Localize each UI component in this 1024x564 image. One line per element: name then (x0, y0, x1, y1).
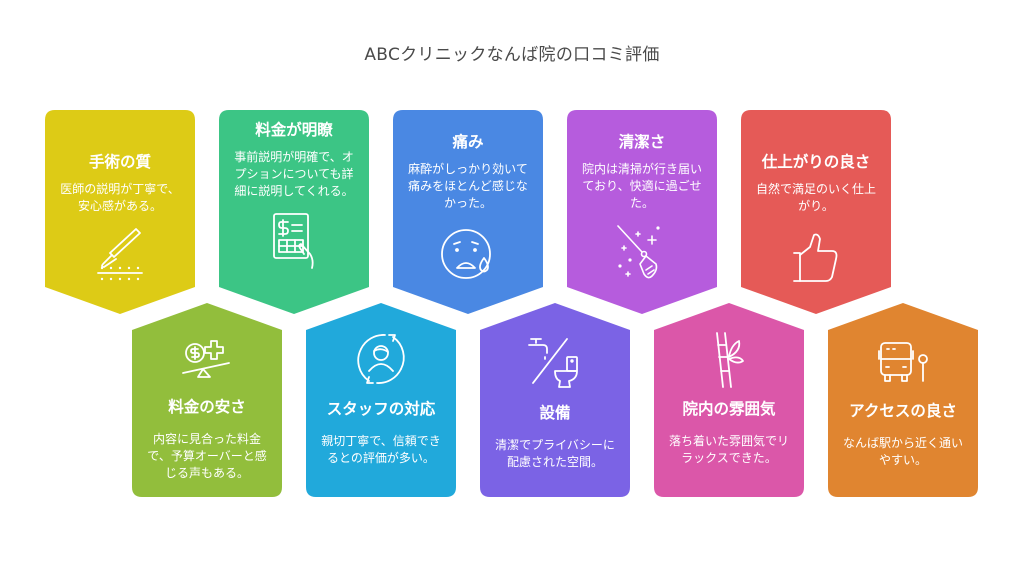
card-shape (654, 303, 804, 497)
card-heading: 料金の安さ (168, 398, 246, 416)
card-finish-quality: 仕上がりの良さ 自然で満足のいく仕上がり。 (741, 110, 891, 314)
card-shape (567, 110, 717, 314)
bamboo-icon (716, 332, 744, 388)
card-description: 医師の説明が丁寧で、安心感がある。 (60, 182, 180, 213)
card-shape (45, 110, 195, 314)
card-description: 内容に見合った料金で、予算オーバーと感じる声もある。 (147, 432, 267, 480)
card-description: なんば駅から近く通いやすい。 (842, 436, 963, 467)
price-balance-icon (182, 340, 230, 378)
bus-stop-icon (878, 342, 928, 382)
card-heading: 痛み (452, 133, 484, 151)
sweat-face-icon (441, 229, 491, 279)
card-heading: 手術の質 (88, 153, 151, 171)
staff-cycle-icon (357, 334, 405, 384)
card-shape (306, 303, 456, 497)
card-heading: 料金が明瞭 (255, 121, 333, 139)
card-staff-service: スタッフの対応 親切丁寧で、信頼できるとの評価が多い。 (306, 303, 456, 497)
card-shape (828, 303, 978, 497)
card-shape (132, 303, 282, 497)
card-description: 麻酔がしっかり効いて痛みをほとんど感じなかった。 (408, 162, 528, 210)
card-heading: アクセスの良さ (849, 402, 957, 420)
card-shape (480, 303, 630, 497)
faucet-toilet-icon (528, 338, 578, 388)
card-pain: 痛み 麻酔がしっかり効いて痛みをほとんど感じなかった。 (393, 110, 543, 314)
card-shape (393, 110, 543, 314)
card-surgery-quality: 手術の質 医師の説明が丁寧で、安心感がある。 (45, 110, 195, 314)
scalpel-icon (97, 228, 143, 281)
invoice-icon (273, 213, 314, 269)
card-heading: 仕上がりの良さ (761, 153, 871, 171)
page-title: ABCクリニックなんば院の口コミ評価 (364, 45, 660, 65)
card-clear-pricing: 料金が明瞭 事前説明が明確で、オプションについても詳細に説明してくれる。 (219, 110, 369, 314)
card-description: 清潔でプライバシーに配慮された空間。 (495, 438, 615, 469)
card-heading: 清潔さ (618, 133, 666, 151)
card-description: 親切丁寧で、信頼できるとの評価が多い。 (321, 434, 441, 465)
card-description: 事前説明が明確で、オプションについても詳細に説明してくれる。 (234, 150, 354, 198)
card-access: アクセスの良さ なんば駅から近く通いやすい。 (828, 303, 978, 497)
card-facilities: 設備 清潔でプライバシーに配慮された空間。 (480, 303, 630, 497)
thumbs-up-icon (793, 233, 838, 282)
card-heading: 院内の雰囲気 (682, 400, 776, 418)
broom-sparkle-icon (617, 225, 660, 279)
card-description: 院内は清掃が行き届いており、快適に過ごせた。 (581, 162, 702, 210)
card-heading: スタッフの対応 (326, 400, 436, 418)
card-atmosphere: 院内の雰囲気 落ち着いた雰囲気でリラックスできた。 (654, 303, 804, 497)
card-low-price: 料金の安さ 内容に見合った料金で、予算オーバーと感じる声もある。 (132, 303, 282, 497)
card-cleanliness: 清潔さ 院内は清掃が行き届いており、快適に過ごせた。 (567, 110, 717, 314)
card-description: 落ち着いた雰囲気でリラックスできた。 (668, 434, 789, 465)
card-shape (741, 110, 891, 314)
card-description: 自然で満足のいく仕上がり。 (755, 182, 876, 213)
card-shape (219, 110, 369, 314)
card-heading: 設備 (539, 404, 571, 422)
